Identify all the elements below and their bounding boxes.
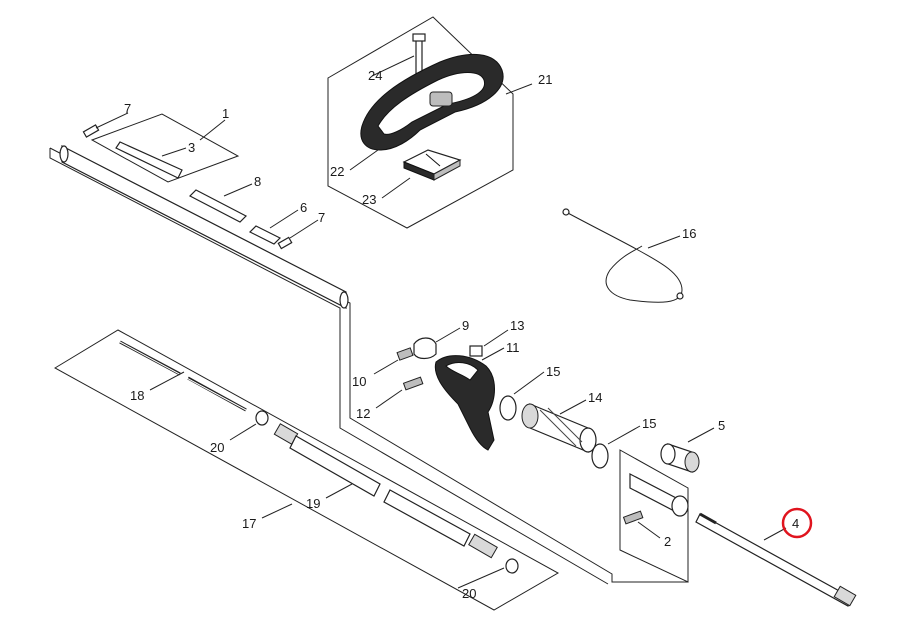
part-19-tube[interactable] (273, 423, 498, 559)
part-7a-cap[interactable] (82, 124, 100, 138)
part-1-tube[interactable] (59, 145, 349, 309)
part-7b-cap[interactable] (277, 236, 293, 250)
callout-14: 14 (588, 390, 602, 405)
callout-7a: 7 (124, 101, 131, 116)
callout-21: 21 (538, 72, 552, 87)
part-21-handle[interactable] (360, 53, 504, 151)
shaft-outline (49, 147, 688, 585)
part-20b-oring[interactable] (505, 558, 519, 574)
part-13-nut[interactable] (469, 345, 483, 357)
group-box-17 (53, 329, 560, 611)
callout-15a: 15 (546, 364, 560, 379)
group-box-2 (619, 449, 689, 583)
part-3-decal[interactable] (115, 141, 183, 179)
part-16-cable[interactable] (562, 208, 684, 303)
part-23-clamp[interactable] (402, 149, 462, 181)
callout-9: 9 (462, 318, 469, 333)
part-10-screw[interactable] (396, 347, 414, 361)
part-2-bracket[interactable] (622, 473, 689, 525)
callout-23: 23 (362, 192, 376, 207)
callout-24: 24 (368, 68, 382, 83)
callout-20a: 20 (210, 440, 224, 455)
callout-19: 19 (306, 496, 320, 511)
callout-1: 1 (222, 106, 229, 121)
callout-5: 5 (718, 418, 725, 433)
callout-12: 12 (356, 406, 370, 421)
callout-15b: 15 (642, 416, 656, 431)
part-5-sleeve[interactable] (660, 443, 700, 473)
part-14-grip[interactable] (521, 403, 597, 453)
part-15a-ring[interactable] (499, 395, 517, 421)
part-15b-ring[interactable] (591, 443, 609, 469)
part-12-screw[interactable] (402, 376, 424, 391)
callout-16: 16 (682, 226, 696, 241)
callout-20b: 20 (462, 586, 476, 601)
callout-8: 8 (254, 174, 261, 189)
callout-17: 17 (242, 516, 256, 531)
group-box-handle (327, 16, 514, 229)
callout-7b: 7 (318, 210, 325, 225)
callout-18: 18 (130, 388, 144, 403)
part-18-inner-shaft[interactable] (119, 340, 247, 412)
callout-10: 10 (352, 374, 366, 389)
part-20a-oring[interactable] (255, 410, 269, 426)
callout-13: 13 (510, 318, 524, 333)
part-11-throttle-housing[interactable] (434, 355, 495, 451)
part-6-decal[interactable] (248, 225, 282, 245)
callout-6: 6 (300, 200, 307, 215)
leader-lines (95, 55, 787, 589)
callout-22: 22 (330, 164, 344, 179)
part-8-decal[interactable] (188, 189, 248, 223)
callout-11: 11 (506, 340, 520, 355)
callout-3: 3 (188, 140, 195, 155)
callout-4: 4 (792, 516, 799, 531)
part-9-clamp[interactable] (413, 337, 437, 360)
part-4-drive-shaft[interactable] (695, 512, 857, 607)
callout-4-highlight[interactable]: 4 (781, 507, 813, 539)
group-box-label-3 (90, 113, 240, 183)
callout-2: 2 (664, 534, 671, 549)
